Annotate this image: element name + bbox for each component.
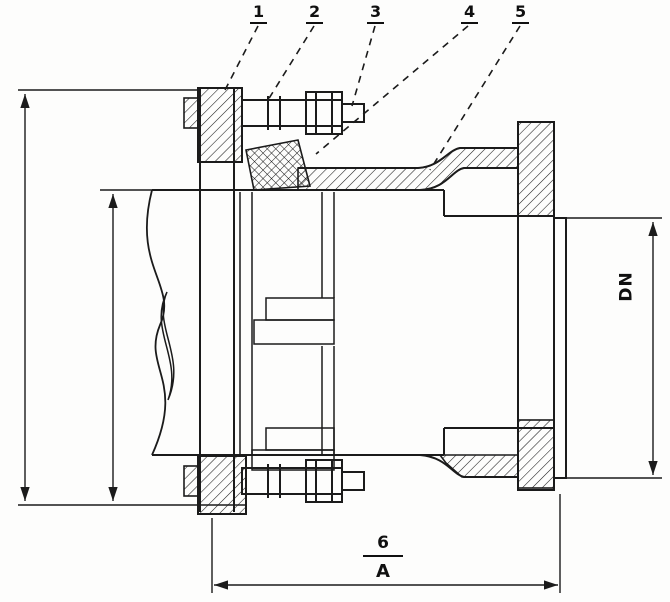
top-bolt <box>241 91 365 135</box>
callout-5-label: 5 <box>512 4 530 24</box>
callout-4-label: 4 <box>461 4 479 24</box>
callout-1-label: 1 <box>250 4 268 24</box>
right-flange <box>443 121 567 491</box>
callout-3-label: 3 <box>367 4 385 24</box>
callout-leader-lines <box>223 25 521 171</box>
clamp-internals <box>239 192 335 471</box>
bottom-bolt <box>241 459 365 503</box>
bottom-width-label: A <box>376 561 390 582</box>
pipe-section <box>146 189 444 456</box>
bottom-item-label: 6 <box>363 535 403 557</box>
gland-follower <box>183 87 247 515</box>
callout-2-label: 2 <box>306 4 324 24</box>
dn-dimension-label: DN <box>616 271 637 302</box>
